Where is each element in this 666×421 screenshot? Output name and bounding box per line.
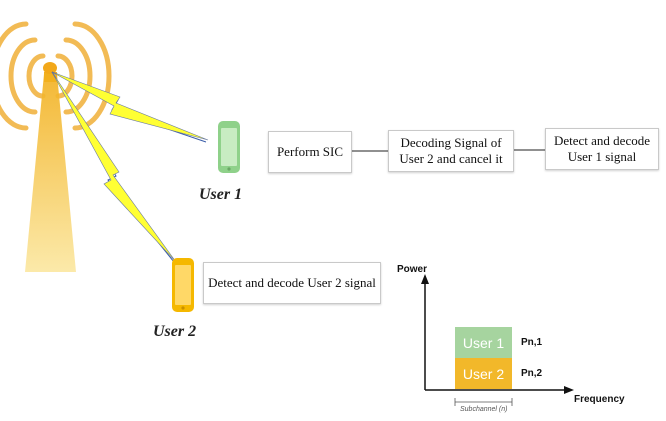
decode-user2-line1: Decoding Signal of <box>400 135 502 150</box>
base-station-tower-icon <box>25 62 76 272</box>
link-to-user1-icon <box>51 71 209 143</box>
pn1-label: Pn,1 <box>521 337 543 348</box>
user1-power-block: User 1 <box>455 327 512 358</box>
detect-user2-text: Detect and decode User 2 signal <box>208 275 376 290</box>
user2-label: User 2 <box>153 323 197 340</box>
subchannel-bracket <box>454 398 513 406</box>
user2-phone-icon <box>172 258 194 312</box>
subchannel-label: Subchannel (n) <box>460 406 508 413</box>
user2-power-block-label: User 2 <box>462 365 505 382</box>
decode-user2-line2: User 2 and cancel it <box>399 151 503 166</box>
decode-user2-cancel-box: Decoding Signal of User 2 and cancel it <box>388 130 514 172</box>
power-axes <box>421 274 574 394</box>
detect-user1-line1: Detect and decode <box>553 133 650 148</box>
user1-phone-icon <box>218 121 240 173</box>
radio-waves-left-icon <box>0 21 46 131</box>
detect-user1-line2: User 1 signal <box>567 149 637 164</box>
detect-user2-box: Detect and decode User 2 signal <box>203 262 381 304</box>
power-axis-label: Power <box>397 264 428 275</box>
perform-sic-box: Perform SIC <box>268 131 352 173</box>
frequency-axis-label: Frequency <box>574 394 625 405</box>
perform-sic-text: Perform SIC <box>276 144 344 159</box>
user1-power-block-label: User 1 <box>462 334 505 351</box>
user2-power-block: User 2 <box>455 358 512 389</box>
pn2-label: Pn,2 <box>521 368 543 379</box>
user1-label: User 1 <box>199 186 243 203</box>
radio-waves-right-icon <box>55 21 112 131</box>
detect-user1-box: Detect and decode User 1 signal <box>545 128 659 170</box>
